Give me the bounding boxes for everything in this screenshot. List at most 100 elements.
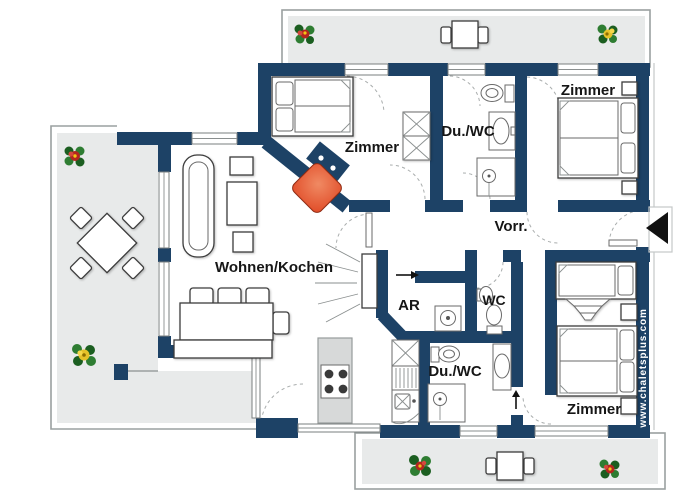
table-icon <box>451 20 479 49</box>
table-icon <box>76 212 138 274</box>
mantel-bolt <box>330 165 336 171</box>
room-label-zimmer-bottom-right: Zimmer <box>567 401 621 418</box>
room-label-wohnen-kochen: Wohnen/Kochen <box>215 259 333 276</box>
mantel-bolt <box>318 155 324 161</box>
wc-fixtures <box>476 286 503 335</box>
terrace-top-table <box>440 20 489 49</box>
shower-icon <box>476 157 516 197</box>
dining-table-icon <box>179 302 274 341</box>
double-bed-icon <box>556 325 638 397</box>
drainer-icon <box>391 365 420 391</box>
nightstand-icon <box>620 303 638 321</box>
windows <box>158 63 609 437</box>
side-table-icon <box>229 156 254 176</box>
room-label-zimmer-top-left: Zimmer <box>345 139 399 156</box>
terrace-bottom <box>354 432 666 490</box>
chair-icon <box>121 256 145 280</box>
chair-icon <box>272 311 290 335</box>
nightstand-icon <box>621 81 638 96</box>
fireplace-icon <box>292 163 342 213</box>
window-icon <box>158 171 170 249</box>
terrace-bottom-table <box>485 451 535 481</box>
tall-cabinet-icon <box>391 339 420 367</box>
room-label-vorraum: Vorr. <box>494 218 527 235</box>
chair-icon <box>121 206 145 230</box>
flower-icon <box>64 146 85 167</box>
room-label-zimmer-top-right: Zimmer <box>561 82 615 99</box>
flower-icon <box>409 455 431 476</box>
terrace-left-table <box>69 206 145 280</box>
pillow <box>620 142 636 174</box>
room-label-du-wc-bottom: Du./WC <box>428 363 481 380</box>
window-icon <box>344 63 389 76</box>
bench-icon <box>173 339 273 359</box>
bedroom-top-right-furniture <box>557 81 639 195</box>
window-icon <box>557 63 599 76</box>
chair-icon <box>485 457 497 475</box>
window-icon <box>534 425 609 437</box>
bedroom-top-left-furniture <box>271 76 431 161</box>
room-labels: Zimmer Du./WC Zimmer Vorr. Wohnen/Kochen… <box>215 82 621 418</box>
window-icon <box>447 63 486 76</box>
chair-icon <box>523 457 535 475</box>
shower-icon <box>427 383 466 423</box>
fireplace-mantel <box>306 141 350 183</box>
double-bed-icon <box>271 76 354 137</box>
sofa-cushion <box>188 161 209 251</box>
chair-icon <box>69 206 93 230</box>
direction-arrow-icon <box>396 271 419 279</box>
terrace-top <box>281 9 651 68</box>
toilet-icon <box>486 304 503 335</box>
pillow <box>617 265 634 296</box>
pillow <box>275 107 294 132</box>
pillow <box>275 81 294 106</box>
double-bed-icon <box>557 97 639 179</box>
pillow <box>619 329 635 361</box>
room-label-wc: WC <box>482 292 505 308</box>
entrance-arrow-icon <box>646 212 668 244</box>
room-label-abstellraum: AR <box>398 297 420 314</box>
terrace-left-parapet <box>50 125 258 430</box>
fireplace-group <box>292 141 350 213</box>
burner <box>338 369 348 379</box>
pillow <box>619 361 635 393</box>
kitchen-sink-icon <box>391 389 420 425</box>
flower-icon <box>597 24 618 44</box>
corridor-door-leaf <box>365 212 373 248</box>
window-icon <box>297 423 381 433</box>
burner <box>324 384 334 394</box>
nightstand-icon <box>620 397 638 415</box>
flower-icon <box>72 344 96 366</box>
window-icon <box>158 261 170 337</box>
toilet-icon <box>430 345 460 363</box>
entrance <box>608 206 673 253</box>
chair-icon <box>440 26 452 44</box>
window-icon <box>459 425 498 437</box>
parapet-post <box>114 364 128 380</box>
terrace-left <box>50 125 258 430</box>
watermark-text: www.chaletsplus.com <box>638 308 649 428</box>
window-icon <box>251 355 261 419</box>
room-label-du-wc-top: Du./WC <box>441 123 494 140</box>
burner <box>324 369 334 379</box>
sink-icon <box>488 111 516 151</box>
burner <box>338 384 348 394</box>
side-table-icon <box>232 231 254 253</box>
stove-icon <box>320 364 350 399</box>
direction-arrow-icon <box>512 390 520 409</box>
flower-icon <box>294 24 315 44</box>
single-bed-icon <box>555 261 637 300</box>
toilet-icon <box>480 84 515 103</box>
chair-icon <box>69 256 93 280</box>
washing-machine-icon <box>434 305 462 332</box>
bath-bottom-fixtures <box>427 343 520 423</box>
bed-steps-icon <box>564 298 612 321</box>
heater-icon <box>361 253 378 309</box>
wardrobe-icon <box>402 111 431 161</box>
nightstand-icon <box>621 180 638 195</box>
terrace-left-floor <box>57 133 256 423</box>
window-icon <box>191 132 238 145</box>
sink-icon <box>492 343 512 391</box>
